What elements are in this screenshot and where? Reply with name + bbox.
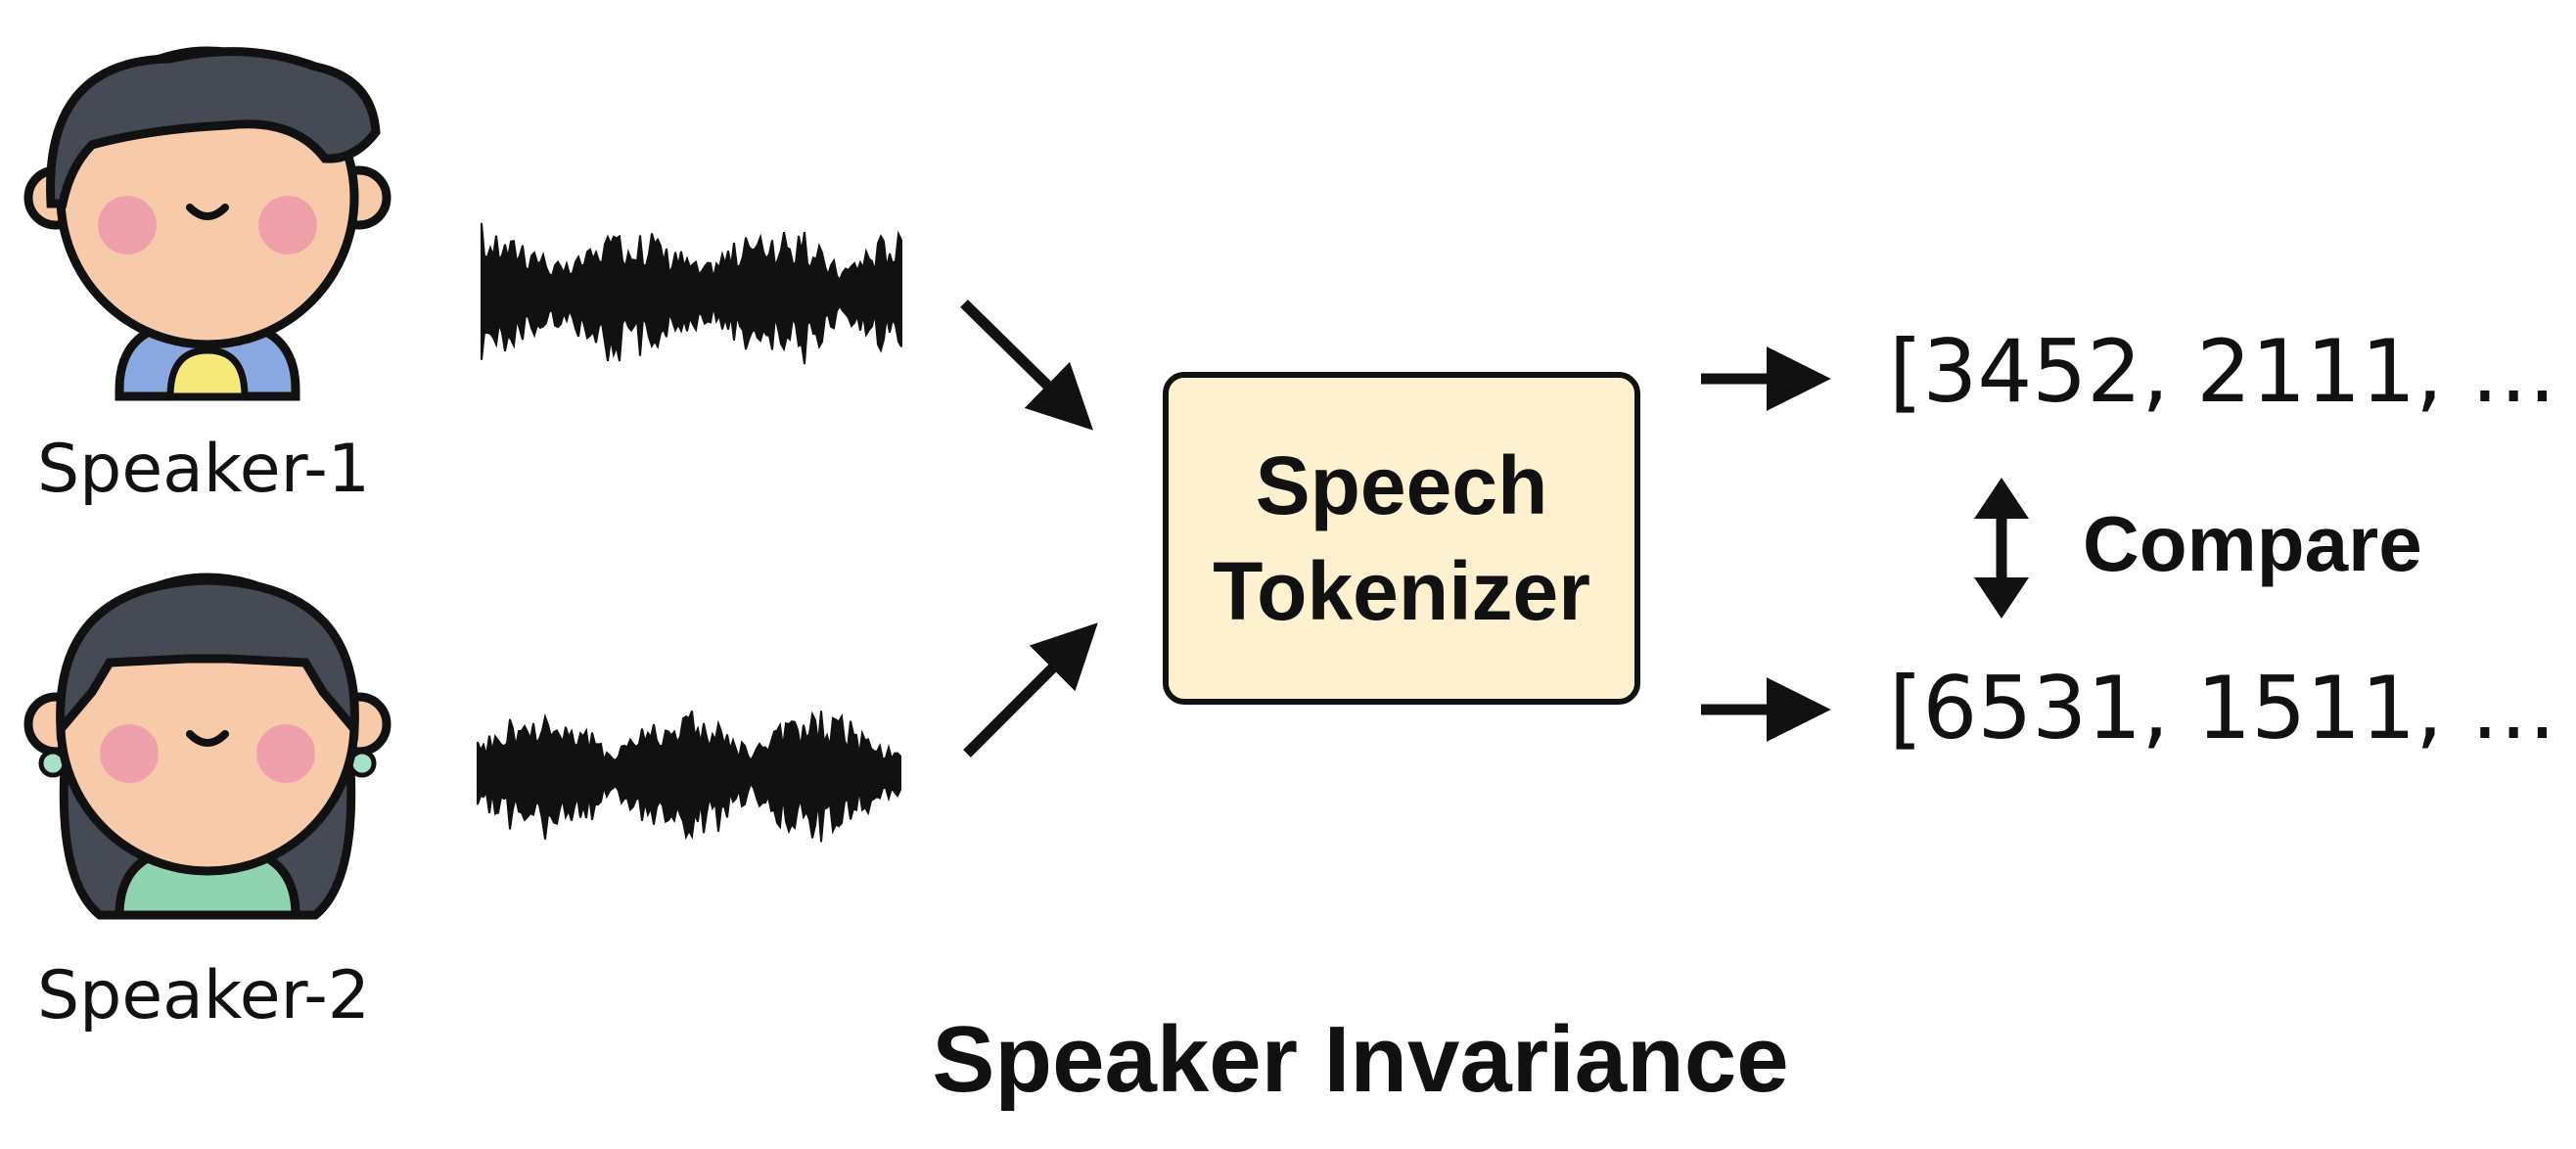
speaker-2-label: Speaker-2: [37, 957, 371, 1034]
tokenizer-line-2: Tokenizer: [1213, 545, 1590, 637]
tokenizer-line-1: Speech: [1255, 439, 1548, 531]
speaker-2-waveform-icon: [477, 711, 901, 843]
token-sequence-1: [3452, 2111, … ]: [1889, 321, 2576, 422]
compare-double-arrow-icon: [1974, 478, 2029, 619]
diagram-title: Speaker Invariance: [932, 1007, 1789, 1112]
token-sequence-2: [6531, 1511, … ]: [1889, 658, 2576, 758]
speaker-1-avatar-icon: [23, 46, 391, 401]
compare-label: Compare: [2083, 500, 2422, 587]
input-arrow-1: [960, 299, 1093, 431]
speaker-1-label: Speaker-1: [37, 431, 371, 508]
speech-tokenizer-box: Speech Tokenizer: [1163, 372, 1640, 705]
input-arrow-2: [963, 622, 1098, 758]
speaker-2-avatar-icon: [23, 573, 391, 920]
speaker-1-waveform-icon: [481, 222, 902, 365]
